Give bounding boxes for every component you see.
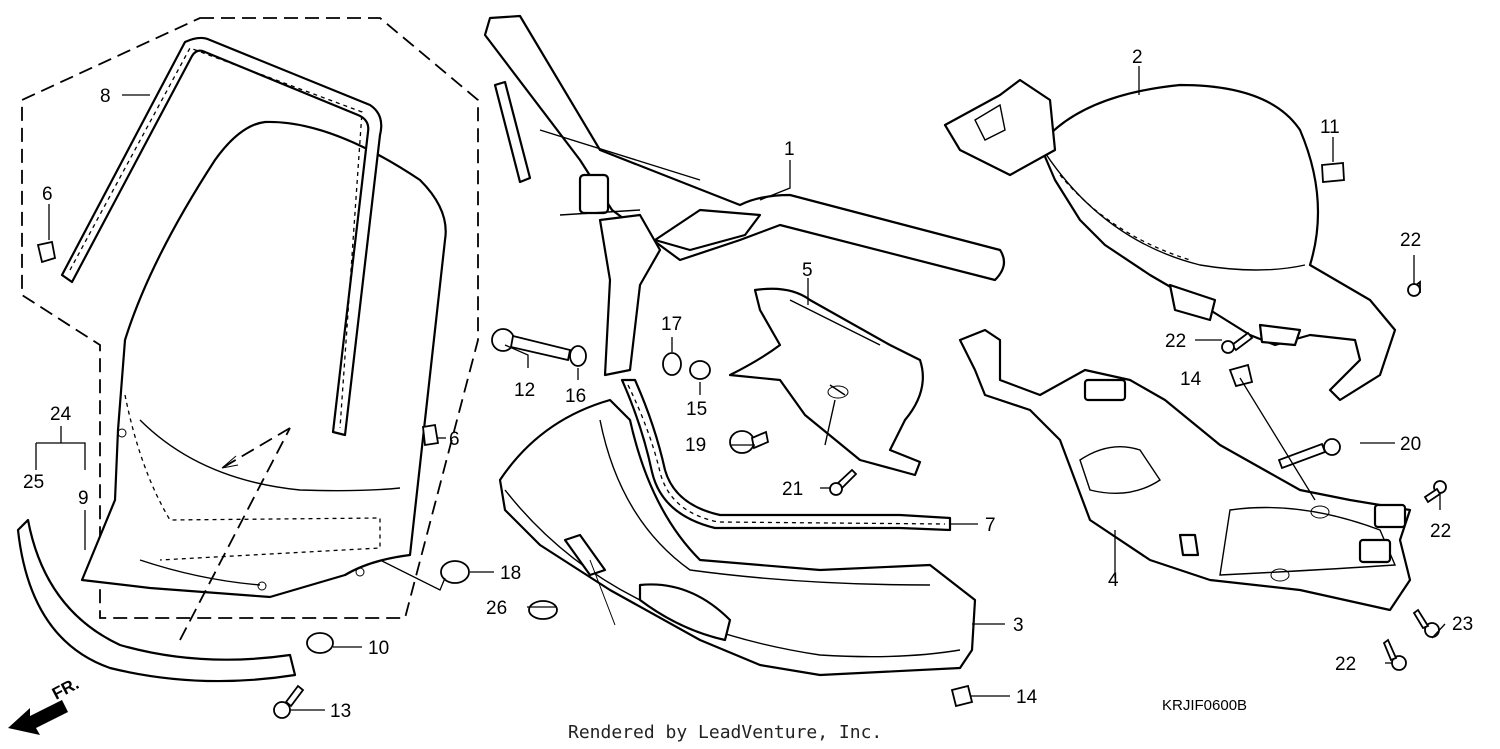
part-label: 22 <box>1335 654 1356 675</box>
part-label: 22 <box>1165 331 1186 352</box>
part-label: 20 <box>1400 434 1421 455</box>
part-label: 5 <box>802 260 813 281</box>
part-label: 13 <box>330 701 351 722</box>
credit-text: Rendered by LeadVenture, Inc. <box>568 722 882 743</box>
part-label: 14 <box>1180 369 1202 390</box>
drawing-code: KRJIF0600B <box>1162 697 1247 714</box>
trim-strip-7 <box>620 378 952 532</box>
part-label: 22 <box>1400 230 1421 251</box>
part-label: 1 <box>784 139 795 160</box>
part-label: 12 <box>514 380 535 401</box>
front-cover-3 <box>498 398 977 677</box>
leader-lines <box>35 66 1446 711</box>
part-label: 9 <box>78 488 89 509</box>
lower-garnish-strip <box>16 518 297 683</box>
front-direction-arrow-icon: FR. <box>8 674 82 735</box>
part-label: 16 <box>565 386 586 407</box>
windscreen-trim-strip <box>60 36 383 437</box>
part-label: 4 <box>1108 570 1119 591</box>
part-label: 7 <box>985 515 996 536</box>
rear-handle-cover-2 <box>943 78 1397 402</box>
part-label: 18 <box>500 563 521 584</box>
part-label: 23 <box>1452 614 1473 635</box>
part-label: 19 <box>685 435 706 456</box>
meter-bracket-cover-5 <box>728 287 924 477</box>
part-label: 8 <box>100 86 111 107</box>
part-label: 21 <box>782 479 803 500</box>
part-label: 2 <box>1132 47 1143 68</box>
assembly-direction-lines <box>179 427 291 641</box>
inner-cover-4 <box>958 328 1412 612</box>
windscreen <box>80 120 447 599</box>
windscreen-group-outline <box>21 17 479 619</box>
part-label: 10 <box>368 638 389 659</box>
part-label: 22 <box>1430 521 1451 542</box>
part-label: 17 <box>661 314 682 335</box>
part-label: 24 <box>50 404 72 425</box>
part-label: 6 <box>449 429 460 450</box>
part-label: 25 <box>23 472 44 493</box>
handlebar <box>483 14 1006 377</box>
part-labels: 1 2 3 4 5 6 6 7 8 9 10 11 12 13 14 14 15… <box>23 47 1473 722</box>
part-label: 6 <box>42 184 53 205</box>
part-label: 11 <box>1320 117 1340 138</box>
part-label: 3 <box>1013 615 1024 636</box>
part-label: 26 <box>486 598 507 619</box>
direction-label: FR. <box>49 674 82 704</box>
part-label: 14 <box>1016 687 1038 708</box>
hardware <box>36 162 1447 719</box>
part-label: 15 <box>686 399 707 420</box>
